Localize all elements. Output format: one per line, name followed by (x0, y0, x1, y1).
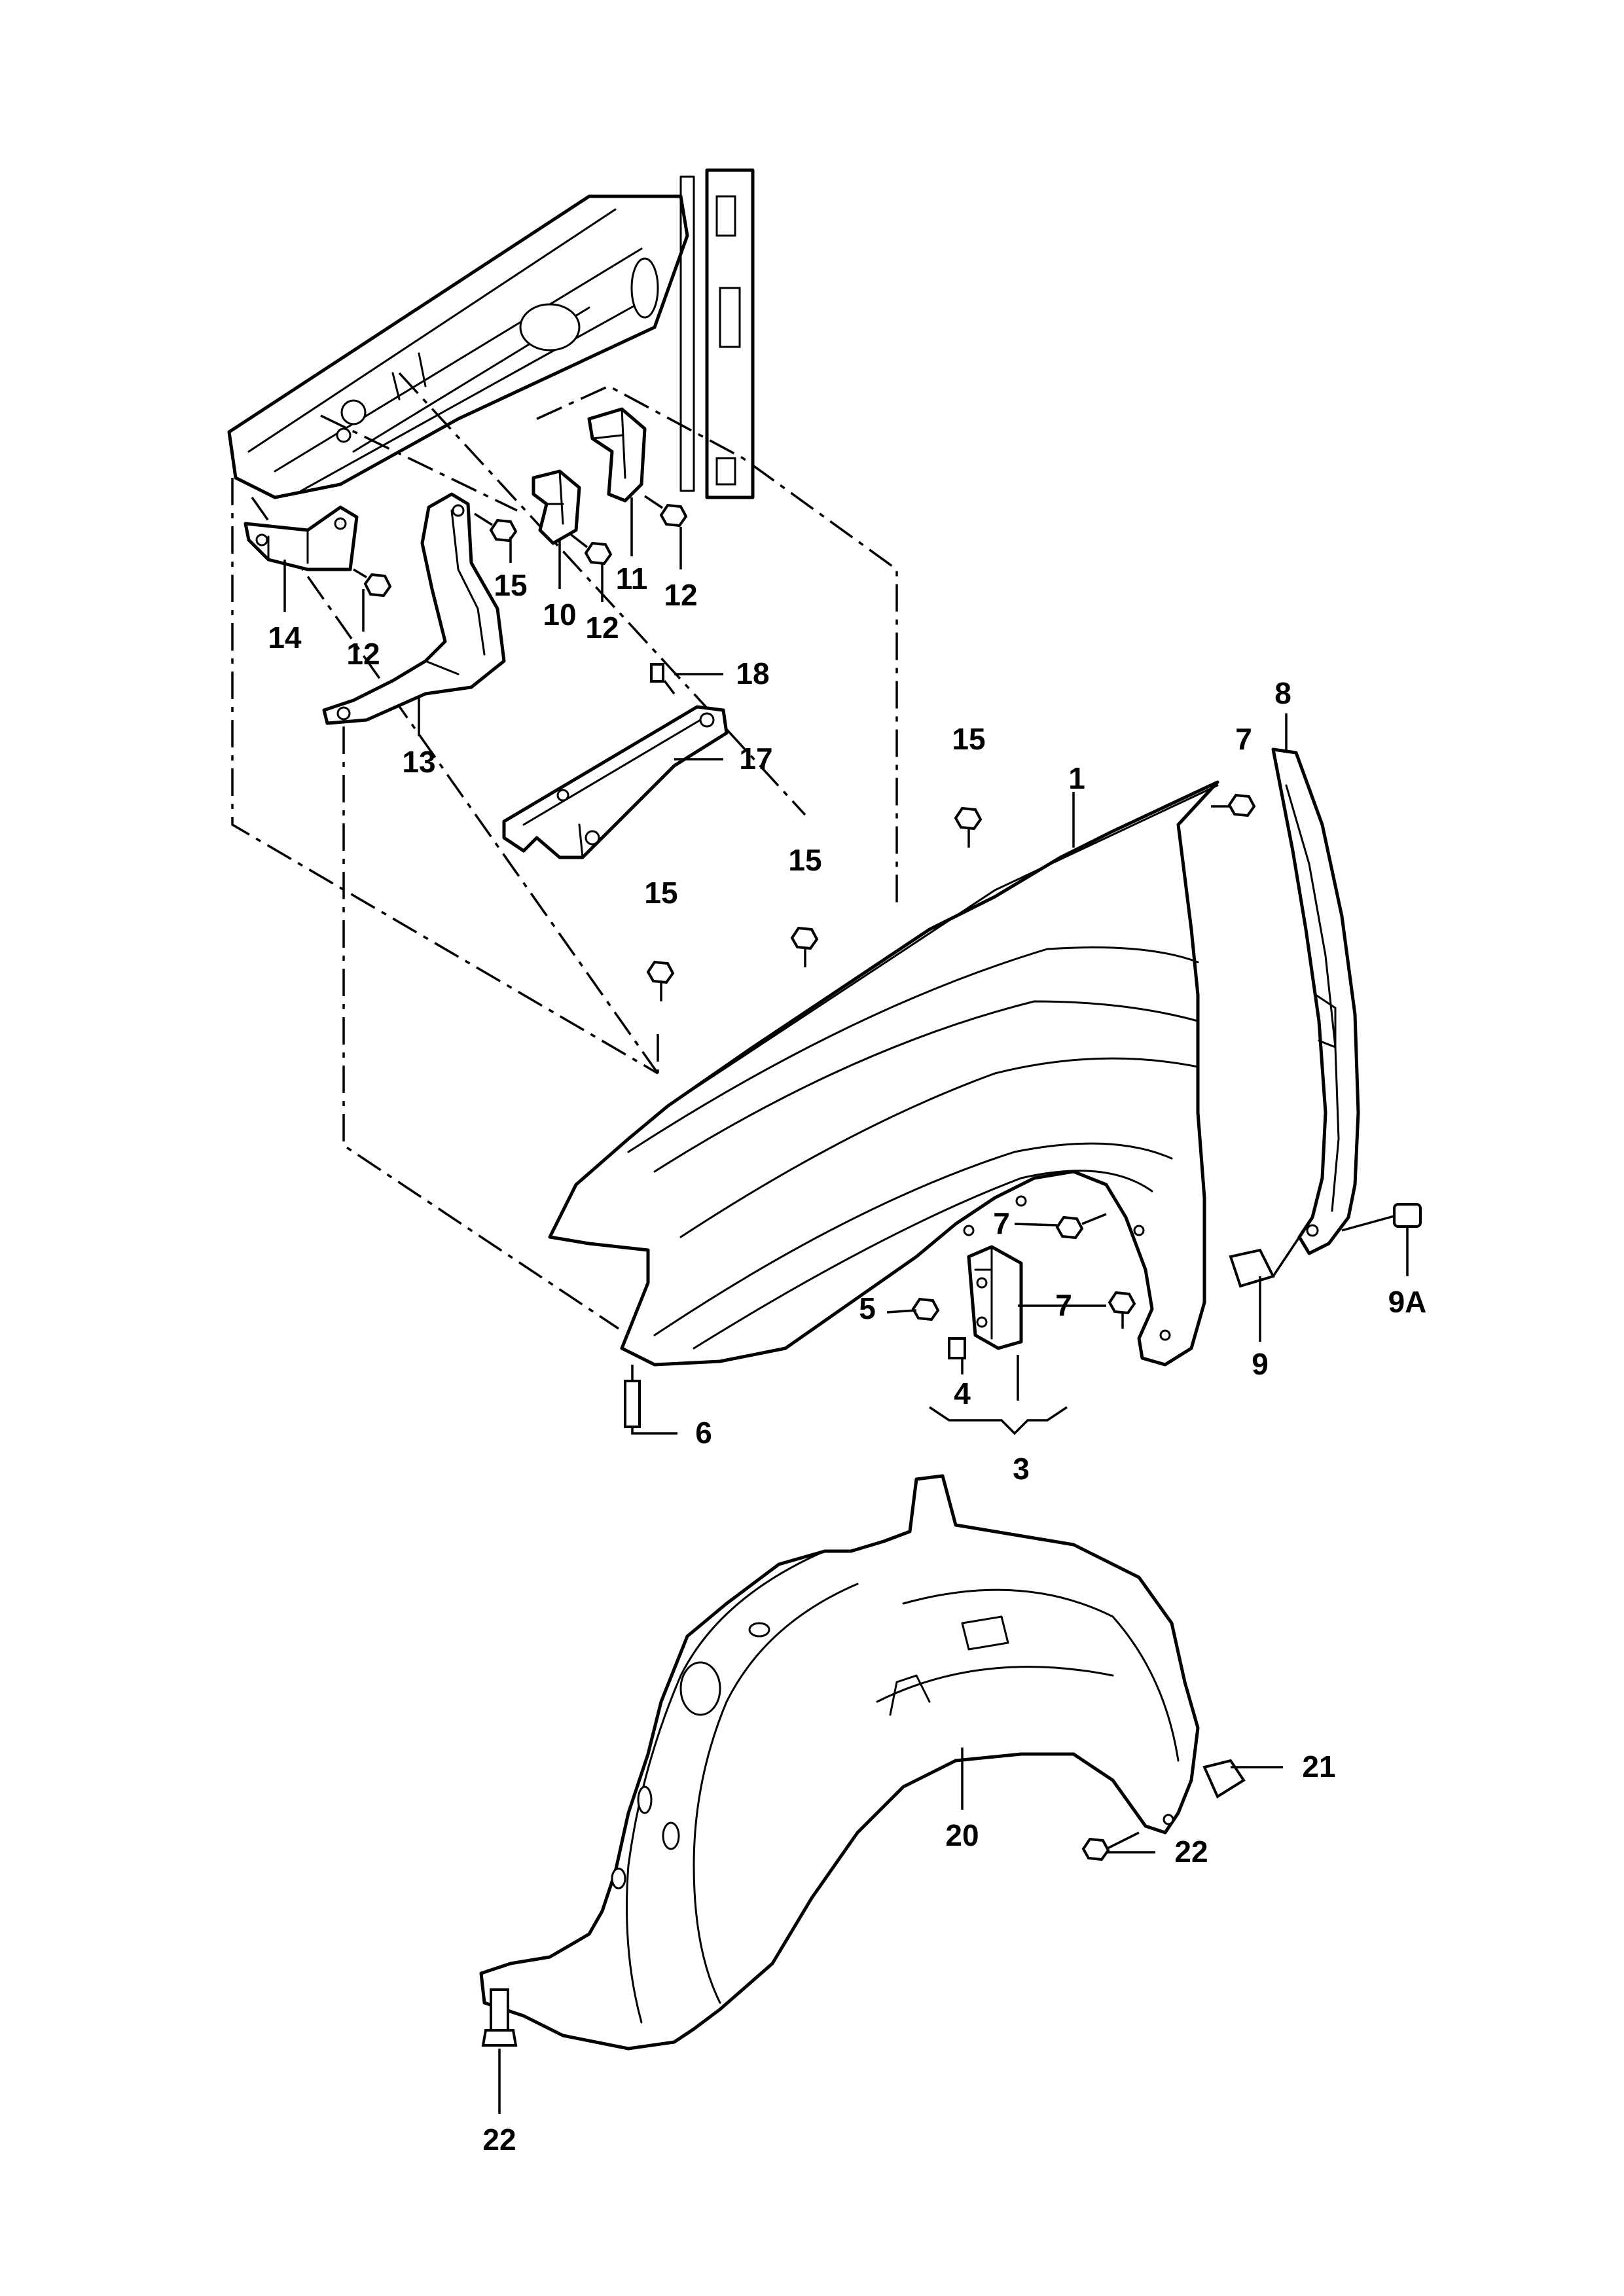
callout-7-low: 7 (1055, 1288, 1072, 1322)
callout-4: 4 (954, 1376, 971, 1410)
callout-13: 13 (402, 745, 435, 779)
clip-21 (1202, 1759, 1246, 1799)
callout-12-right: 12 (664, 578, 697, 612)
part-20-wheelhouse-liner (479, 1474, 1200, 2051)
clip-4 (948, 1337, 966, 1359)
nut-5 (911, 1297, 940, 1321)
callout-6: 6 (695, 1416, 712, 1450)
bolt-7-low (1108, 1291, 1136, 1329)
callout-14: 14 (268, 620, 302, 655)
bolt-15-top (954, 806, 983, 848)
callout-7-mid: 7 (993, 1206, 1010, 1240)
callout-21: 21 (1302, 1749, 1335, 1784)
callout-7-top: 7 (1235, 722, 1252, 756)
part-11-bracket (587, 407, 647, 503)
callout-5: 5 (859, 1291, 876, 1325)
callout-labels: 1 3 4 5 6 7 7 7 8 9 9A 10 11 12 12 12 13… (268, 562, 1426, 2157)
bolt-7-top (1211, 793, 1256, 817)
callout-15-mid: 15 (788, 843, 821, 877)
bolt-12-left (353, 568, 392, 598)
callout-12-mid: 12 (585, 611, 619, 645)
bolt-22-right (1081, 1831, 1140, 1861)
callout-15-top: 15 (952, 722, 985, 756)
callout-11: 11 (616, 562, 648, 596)
bolt-15-mid (790, 926, 819, 967)
callout-15-low: 15 (644, 876, 677, 910)
part-13-bracket (322, 492, 506, 725)
part-10-bracket (532, 469, 581, 545)
bolt-12-mid (568, 532, 613, 565)
callout-leaders (283, 497, 1409, 2114)
callout-8: 8 (1274, 676, 1291, 710)
callout-9a: 9A (1388, 1285, 1427, 1319)
fasteners (353, 495, 1422, 2047)
callout-12-left: 12 (346, 637, 380, 671)
stud-6 (624, 1365, 641, 1428)
bolt-22-bottom (481, 1988, 518, 2047)
callout-22-right: 22 (1174, 1835, 1208, 1869)
part-1-fender (548, 780, 1219, 1367)
part-3-bracket-assembly (929, 1245, 1068, 1435)
bolt-7-mid (1055, 1213, 1107, 1240)
callout-10: 10 (543, 598, 576, 632)
callout-3: 3 (1013, 1452, 1030, 1486)
grommet-9 (1229, 1236, 1301, 1288)
callout-18: 18 (736, 656, 769, 691)
bolt-15-bracket13 (474, 512, 518, 543)
callout-1: 1 (1068, 761, 1085, 795)
callout-22-bottom: 22 (482, 2123, 516, 2157)
screw-9a (1341, 1203, 1422, 1232)
callout-17: 17 (739, 742, 772, 776)
body-structure (227, 168, 755, 499)
bolt-15-low (646, 960, 675, 1001)
callout-9: 9 (1252, 1347, 1269, 1381)
callout-20: 20 (945, 1818, 979, 1852)
part-17-shield (502, 705, 729, 859)
callout-15-bracket: 15 (494, 568, 527, 602)
part-14-bracket (244, 505, 359, 571)
bolt-12-right (644, 495, 688, 528)
part-8-trim-strip (1271, 747, 1360, 1255)
pin-18 (650, 663, 676, 695)
